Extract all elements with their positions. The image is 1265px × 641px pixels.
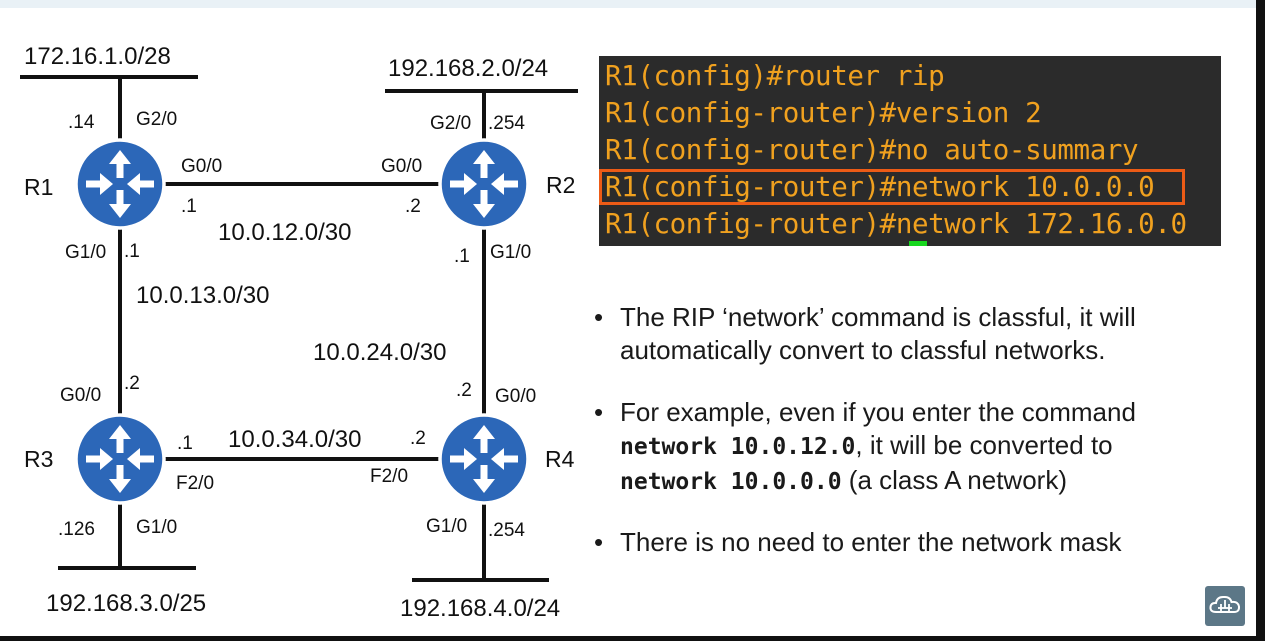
bullet-text-part: For example, even if you enter the comma… bbox=[620, 397, 1136, 427]
net-label-lan-r1: 172.16.1.0/28 bbox=[24, 43, 171, 70]
router-label-r4: R4 bbox=[545, 446, 575, 472]
bullet-text-part: , it will be converted to bbox=[855, 430, 1113, 460]
bullet-text: For example, even if you enter the comma… bbox=[620, 396, 1220, 499]
if-ip-r3-g0-0: .2 bbox=[124, 373, 140, 394]
if-ip-r2-g1-0: .1 bbox=[454, 246, 470, 267]
if-ip-r1-g0-0: .1 bbox=[181, 196, 197, 217]
cli-line: R1(config-router)#network 172.16.0.0 bbox=[605, 208, 1187, 240]
router-icon-r1 bbox=[74, 138, 166, 230]
cli-line-highlighted: R1(config-router)#network 10.0.0.0 bbox=[605, 171, 1155, 203]
bullet-text: There is no need to enter the network ma… bbox=[620, 527, 1122, 557]
if-ip-r3-g1-0: .126 bbox=[58, 519, 95, 540]
bullet-text: The RIP ‘network’ command is classful, i… bbox=[620, 302, 1136, 365]
net-label-lan-r2: 192.168.2.0/24 bbox=[388, 55, 548, 82]
router-label-r2: R2 bbox=[546, 172, 575, 198]
net-label-r3-r4: 10.0.34.0/30 bbox=[228, 426, 361, 453]
cli-line: R1(config-router)#no auto-summary bbox=[605, 134, 1139, 166]
net-label-lan-r3: 192.168.3.0/25 bbox=[46, 590, 206, 617]
if-ip-r2-g0-0: .2 bbox=[405, 196, 421, 217]
if-ip-r3-f2-0: .1 bbox=[177, 433, 193, 454]
bullet-dot: • bbox=[594, 527, 604, 557]
top-frame-bar bbox=[0, 0, 1265, 8]
cli-line: R1(config)#router rip bbox=[605, 60, 945, 92]
net-label-lan-r4: 192.168.4.0/24 bbox=[400, 595, 560, 622]
right-frame-border bbox=[1256, 0, 1265, 641]
if-label-r4-g1-0: G1/0 bbox=[426, 516, 467, 537]
net-label-r1-r2: 10.0.12.0/30 bbox=[218, 219, 351, 246]
cli-line: R1(config-router)#version 2 bbox=[605, 97, 1042, 129]
inline-command: network 10.0.12.0 bbox=[620, 434, 856, 460]
if-ip-r1-g2-0: .14 bbox=[68, 112, 95, 133]
router-label-r3: R3 bbox=[24, 446, 53, 472]
if-ip-r2-g2-0: .254 bbox=[488, 113, 525, 134]
if-label-r1-g1-0: G1/0 bbox=[65, 242, 106, 263]
if-label-r1-g0-0: G0/0 bbox=[181, 156, 222, 177]
cloud-network-icon bbox=[1209, 595, 1241, 613]
net-label-r2-r4: 10.0.24.0/30 bbox=[313, 339, 446, 366]
if-label-r2-g1-0: G1/0 bbox=[490, 242, 531, 263]
router-icon-r2 bbox=[438, 138, 530, 230]
cli-terminal: R1(config)#router rip R1(config-router)#… bbox=[599, 56, 1221, 246]
if-ip-r4-f2-0: .2 bbox=[410, 428, 426, 449]
if-label-r1-g2-0: G2/0 bbox=[136, 109, 177, 130]
bullet-item: • For example, even if you enter the com… bbox=[594, 396, 1204, 496]
if-label-r4-f2-0: F2/0 bbox=[370, 466, 408, 487]
inline-command: network 10.0.0.0 bbox=[620, 469, 842, 495]
bullet-item: • The RIP ‘network’ command is classful,… bbox=[594, 301, 1204, 371]
if-label-r3-g1-0: G1/0 bbox=[136, 517, 177, 538]
network-topology-diagram: R1 R2 R3 R4 172.16.1.0/28 192.168.2.0/24… bbox=[20, 43, 578, 622]
if-ip-r4-g1-0: .254 bbox=[488, 520, 525, 541]
if-label-r2-g0-0: G0/0 bbox=[381, 156, 422, 177]
router-label-r1: R1 bbox=[24, 174, 53, 200]
cloud-network-button[interactable] bbox=[1205, 586, 1245, 626]
bullet-text-part: (a class A network) bbox=[841, 465, 1067, 495]
bullet-dot: • bbox=[594, 397, 604, 427]
if-ip-r4-g0-0: .2 bbox=[456, 380, 472, 401]
if-ip-r1-g1-0: .1 bbox=[124, 241, 140, 262]
if-label-r3-g0-0: G0/0 bbox=[60, 385, 101, 406]
if-label-r4-g0-0: G0/0 bbox=[495, 386, 536, 407]
cli-cursor bbox=[909, 241, 927, 246]
bullet-item: • There is no need to enter the network … bbox=[594, 526, 1204, 562]
router-icon-r3 bbox=[74, 413, 166, 505]
router-icon-r4 bbox=[438, 413, 530, 505]
bullet-dot: • bbox=[594, 302, 604, 332]
if-label-r2-g2-0: G2/0 bbox=[430, 113, 471, 134]
net-label-r1-r3: 10.0.13.0/30 bbox=[136, 282, 269, 309]
cli-highlight-box bbox=[599, 169, 1185, 205]
if-label-r3-f2-0: F2/0 bbox=[176, 473, 214, 494]
bottom-frame-border bbox=[0, 636, 1265, 641]
